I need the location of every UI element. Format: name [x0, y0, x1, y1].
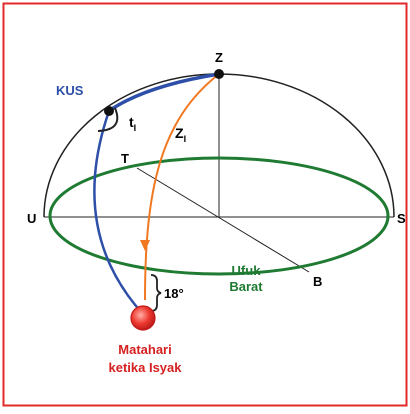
label-zenith: Z: [215, 50, 223, 65]
label-depression: 18°: [164, 286, 184, 301]
figure-frame: [2, 2, 408, 407]
east-west-line: [136, 167, 310, 273]
label-south: S: [397, 211, 406, 226]
zenith-arc-arrowhead: [140, 240, 150, 251]
zenith-distance-symbol: Z: [175, 125, 184, 141]
label-sun-line1: Matahari: [118, 342, 171, 357]
sun-icon: [130, 305, 156, 331]
kus-vertex-point: [104, 106, 114, 116]
label-hour-angle: tI: [129, 114, 136, 133]
depression-brace: [150, 274, 162, 312]
hour-angle-symbol: t: [129, 114, 134, 130]
label-horizon-line1: Ufuk: [232, 263, 262, 278]
kus-arc-upper: [108, 72, 220, 113]
label-sun-line2: ketika Isyak: [108, 360, 182, 375]
label-zenith-distance: ZI: [175, 125, 186, 144]
kus-arc-lower: [93, 110, 143, 314]
hour-angle-subscript: I: [134, 123, 137, 133]
zenith-distance-subscript: I: [184, 134, 187, 144]
label-west: B: [313, 274, 322, 289]
label-north: U: [27, 211, 36, 226]
label-horizon-line2: Barat: [229, 279, 263, 294]
zenith-distance-arc: [144, 73, 220, 301]
label-east: T: [121, 151, 129, 166]
horizon-ellipse: [48, 156, 390, 276]
hour-angle-arc: [97, 107, 119, 132]
zenith-point: [214, 69, 224, 79]
label-kus: KUS: [56, 83, 84, 98]
